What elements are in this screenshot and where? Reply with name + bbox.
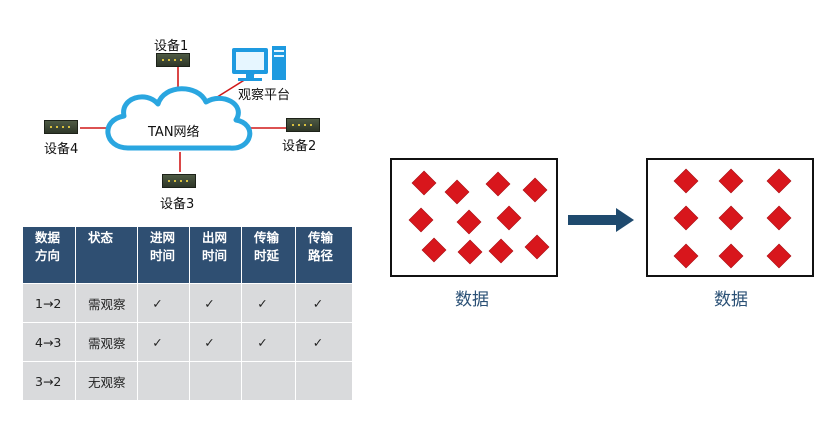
table-row: 1→2 需观察 ✓ ✓ ✓ ✓ — [22, 283, 353, 323]
ordered-diamonds — [673, 168, 792, 269]
ordered-data-panel — [646, 158, 814, 277]
data-diamond — [488, 238, 514, 264]
computer-icon — [232, 46, 286, 81]
data-diamond — [673, 205, 699, 231]
cell-check: ✓ — [295, 283, 353, 323]
device3-label: 设备3 — [160, 197, 195, 212]
cell-check — [189, 361, 242, 401]
header-direction: 数据方向 — [22, 226, 76, 284]
device4-label: 设备4 — [44, 142, 79, 157]
data-diamond — [673, 243, 699, 269]
device1-icon — [156, 53, 190, 67]
header-egress-time: 出网时间 — [189, 226, 242, 284]
data-diamond — [522, 177, 548, 203]
cell-check — [137, 361, 190, 401]
data-diamond — [718, 243, 744, 269]
data-diamond — [456, 209, 482, 235]
cell-check — [241, 361, 296, 401]
cell-check: ✓ — [137, 283, 190, 323]
cell-check: ✓ — [189, 322, 242, 362]
platform-label: 观察平台 — [238, 88, 291, 103]
data-diamond — [411, 170, 437, 196]
cell-check: ✓ — [241, 283, 296, 323]
data-diamond — [496, 205, 522, 231]
header-path: 传输路径 — [295, 226, 353, 284]
header-ingress-time: 进网时间 — [137, 226, 190, 284]
cell-check: ✓ — [189, 283, 242, 323]
data-diamond — [766, 168, 792, 194]
cloud-icon — [105, 86, 253, 151]
table-row: 4→3 需观察 ✓ ✓ ✓ ✓ — [22, 322, 353, 362]
data-diamond — [485, 171, 511, 197]
device1-label: 设备1 — [154, 39, 189, 54]
device2-label: 设备2 — [282, 139, 317, 154]
cell-status: 需观察 — [75, 283, 138, 323]
table-header-row: 数据方向 状态 进网时间 出网时间 传输时延 传输路径 — [22, 226, 353, 284]
cloud-label: TAN网络 — [148, 125, 200, 140]
right-arrow-icon — [568, 208, 634, 232]
data-diamond — [421, 237, 447, 263]
header-status: 状态 — [75, 226, 138, 284]
cell-direction: 1→2 — [22, 283, 76, 323]
cell-status: 无观察 — [75, 361, 138, 401]
cell-check: ✓ — [295, 322, 353, 362]
cell-check: ✓ — [137, 322, 190, 362]
cell-direction: 4→3 — [22, 322, 76, 362]
cell-check — [295, 361, 353, 401]
data-diamond — [766, 205, 792, 231]
data-diamond — [408, 207, 434, 233]
right-panel-caption: 数据 — [714, 290, 748, 310]
device4-icon — [44, 120, 78, 134]
observation-table: 数据方向 状态 进网时间 出网时间 传输时延 传输路径 1→2 需观察 ✓ ✓ … — [22, 226, 353, 401]
data-diamond — [524, 234, 550, 260]
cell-direction: 3→2 — [22, 361, 76, 401]
data-diamond — [718, 168, 744, 194]
header-latency: 传输时延 — [241, 226, 296, 284]
unordered-data-panel — [390, 158, 558, 277]
data-diamond — [444, 179, 470, 205]
cell-check: ✓ — [241, 322, 296, 362]
device2-icon — [286, 118, 320, 132]
left-panel-caption: 数据 — [455, 290, 489, 310]
unordered-diamonds — [408, 170, 550, 265]
device3-icon — [162, 174, 196, 188]
cell-status: 需观察 — [75, 322, 138, 362]
network-diagram — [80, 46, 286, 172]
data-diamond — [766, 243, 792, 269]
table-row: 3→2 无观察 — [22, 361, 353, 401]
data-diamond — [673, 168, 699, 194]
data-diamond — [718, 205, 744, 231]
data-diamond — [457, 239, 483, 265]
